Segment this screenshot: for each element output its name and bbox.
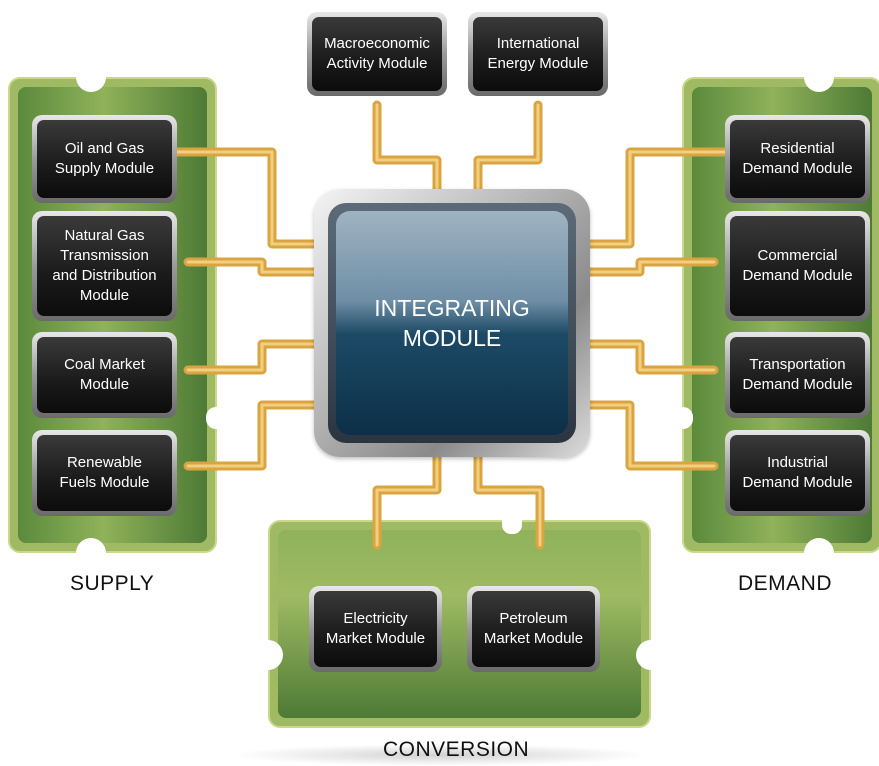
connector-wire-highlight (588, 260, 716, 274)
module-oil-and-gas-supply[interactable]: Oil and Gas Supply Module (32, 115, 177, 203)
connector-wire-highlight (476, 453, 542, 547)
connector-wire-highlight (375, 103, 439, 194)
module-natural-gas-transmission[interactable]: Natural Gas Transmission and Distributio… (32, 211, 177, 321)
module-electricity-market[interactable]: Electricity Market Module (309, 586, 442, 672)
demand-label: DEMAND (738, 572, 833, 595)
module-international-energy-label: International Energy Module (473, 17, 603, 91)
supply-label: SUPPLY (70, 572, 155, 595)
module-natural-gas-transmission-label: Natural Gas Transmission and Distributio… (37, 216, 172, 316)
conversion-board-notch-left (253, 640, 283, 670)
supply-board-notch-bottom (76, 538, 106, 568)
conversion-board-notch-top (502, 510, 522, 534)
connector-wire-highlight (186, 342, 320, 372)
connector-wire (585, 400, 719, 471)
connector-wire (473, 100, 543, 197)
module-residential-demand[interactable]: Residential Demand Module (725, 115, 870, 203)
module-commercial-demand-label: Commercial Demand Module (730, 216, 865, 316)
connector-wire (183, 339, 323, 375)
demand-board-notch-top (804, 62, 834, 92)
integrating-module-label: INTEGRATING MODULE (336, 211, 568, 435)
connector-wire-highlight (588, 150, 727, 246)
module-residential-demand-label: Residential Demand Module (730, 120, 865, 198)
connector-wire-highlight (175, 150, 320, 246)
conversion-board-notch-right (636, 640, 666, 670)
module-petroleum-market-label: Petroleum Market Module (472, 591, 595, 667)
integrating-module-chip[interactable]: INTEGRATING MODULE (314, 189, 590, 457)
connector-wire-highlight (186, 403, 320, 468)
module-renewable-fuels-label: Renewable Fuels Module (37, 435, 172, 511)
demand-board-notch-bottom (804, 538, 834, 568)
connector-wire (473, 450, 545, 550)
connector-wire (372, 450, 442, 550)
module-international-energy[interactable]: International Energy Module (468, 12, 608, 96)
connector-wire-highlight (186, 260, 320, 274)
connector-wire-highlight (375, 453, 439, 547)
connector-wire (585, 147, 730, 249)
module-coal-market[interactable]: Coal Market Module (32, 332, 177, 418)
connector-wire-highlight (588, 342, 716, 372)
module-macroeconomic-activity-label: Macroeconomic Activity Module (312, 17, 442, 91)
module-transportation-demand[interactable]: Transportation Demand Module (725, 332, 870, 418)
module-commercial-demand[interactable]: Commercial Demand Module (725, 211, 870, 321)
connector-wire-highlight (588, 403, 716, 468)
module-oil-and-gas-supply-label: Oil and Gas Supply Module (37, 120, 172, 198)
module-electricity-market-label: Electricity Market Module (314, 591, 437, 667)
connector-wire-highlight (476, 103, 540, 194)
module-renewable-fuels[interactable]: Renewable Fuels Module (32, 430, 177, 516)
module-industrial-demand-label: Industrial Demand Module (730, 435, 865, 511)
demand-board-notch-side (667, 407, 693, 429)
integrating-module-ring: INTEGRATING MODULE (328, 203, 576, 443)
supply-board-notch-side (206, 407, 232, 429)
module-industrial-demand[interactable]: Industrial Demand Module (725, 430, 870, 516)
module-transportation-demand-label: Transportation Demand Module (730, 337, 865, 413)
conversion-label: CONVERSION (383, 738, 529, 762)
supply-board-notch-top (76, 62, 106, 92)
module-petroleum-market[interactable]: Petroleum Market Module (467, 586, 600, 672)
connector-wire (183, 400, 323, 471)
module-coal-market-label: Coal Market Module (37, 337, 172, 413)
connector-wire (172, 147, 323, 249)
conversion-shadow (230, 744, 650, 766)
connector-wire (372, 100, 442, 197)
connector-wire (585, 339, 719, 375)
module-macroeconomic-activity[interactable]: Macroeconomic Activity Module (307, 12, 447, 96)
